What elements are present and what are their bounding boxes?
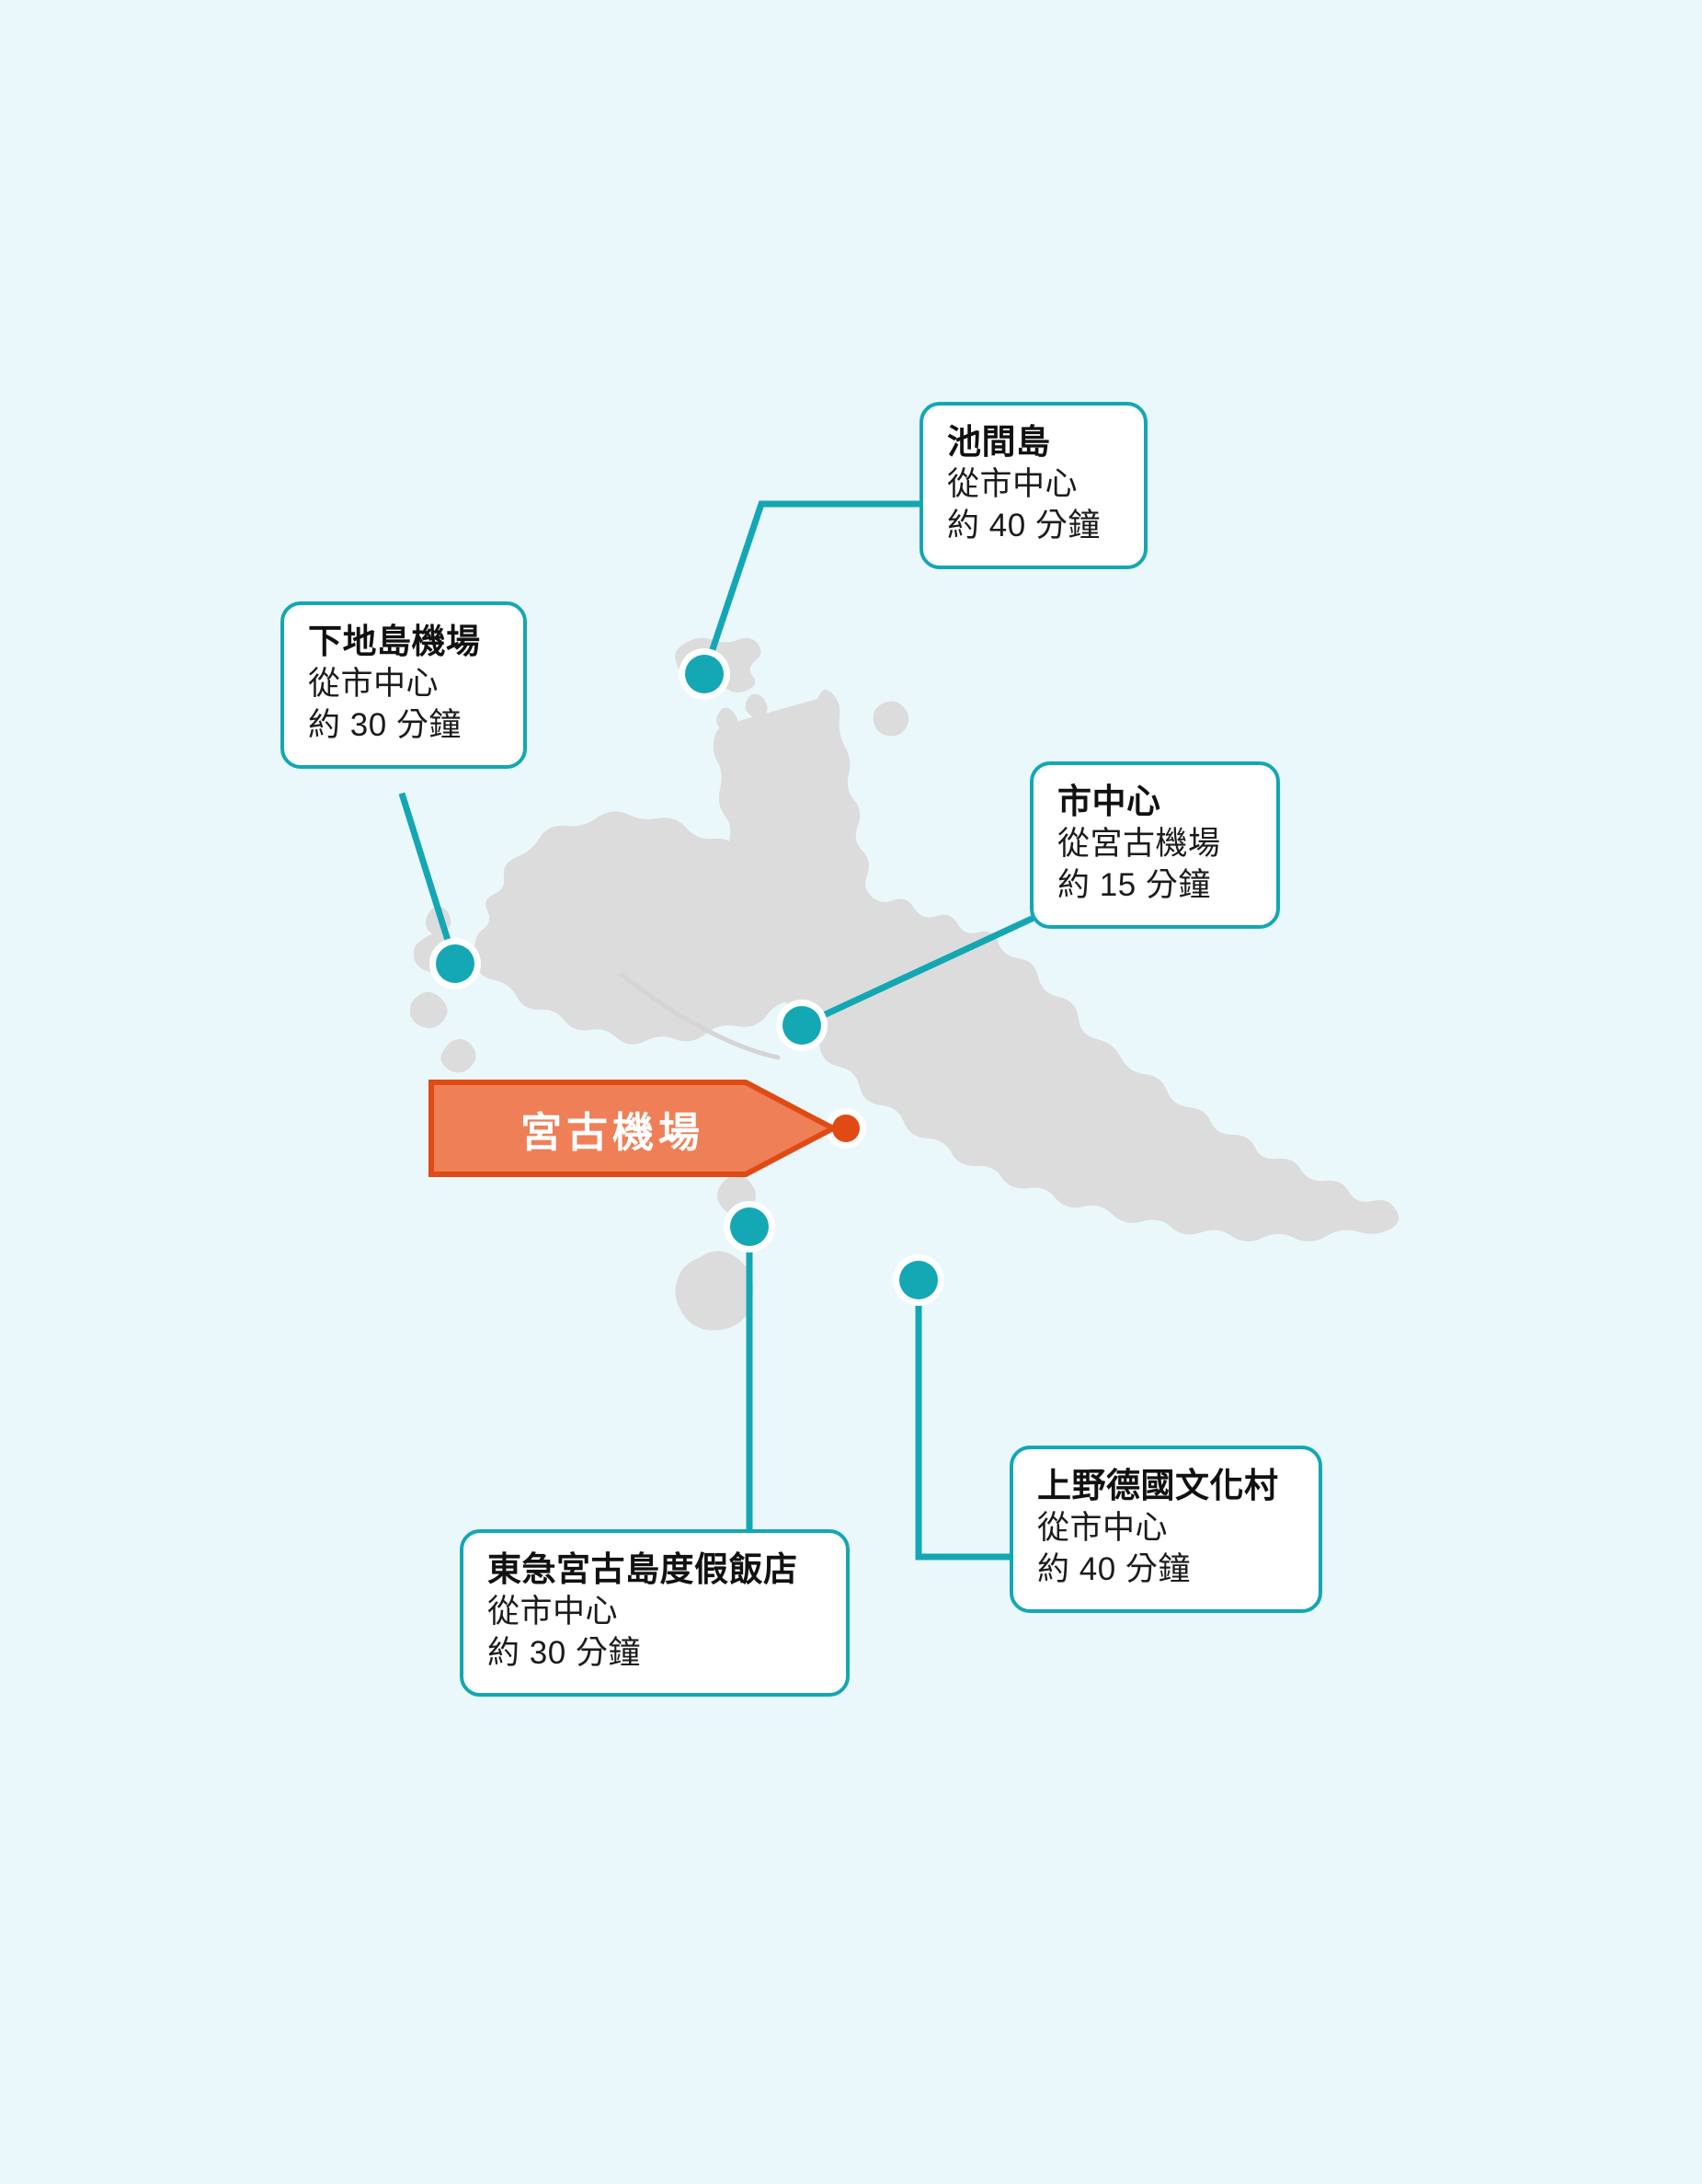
irabu-bridge-line [619,972,781,1060]
miyako-north-west-nub [760,818,790,852]
miyako-airport-marker[interactable] [826,1108,866,1149]
callout-shimoji-line1: 從市中心 [308,666,440,703]
callout-tokyu-resort[interactable]: 東急宮古島度假飯店 從市中心 約 30 分鐘 [460,1529,850,1697]
callout-tokyu-line2: 約 30 分鐘 [487,1634,641,1671]
ikema-island-tail [745,693,768,718]
shimoji-island-south-tip [440,1039,476,1073]
city-center-marker[interactable] [776,1000,828,1051]
miyako-west-coast-bulge [736,893,820,972]
callout-ikema-island[interactable]: 池間島 從市中心 約 40 分鐘 [920,402,1148,569]
callout-ueno-line1: 從市中心 [1037,1510,1169,1547]
callout-ueno-title: 上野德國文化村 [1037,1467,1279,1504]
connector-ikema [700,500,923,679]
airport-banner-arrow [428,1080,840,1177]
ikema-island-marker[interactable] [679,648,730,700]
callout-tokyu-line1: 從市中心 [487,1594,619,1630]
callout-shimoji-line2: 約 30 分鐘 [308,706,462,743]
callout-ueno-german-village[interactable]: 上野德國文化村 從市中心 約 40 分鐘 [1010,1446,1322,1613]
ogami-islet-landmass [873,701,909,737]
callout-city-title: 市中心 [1057,783,1161,820]
callout-city-line1: 從宮古機場 [1057,826,1221,863]
land-shapes [409,637,1399,1331]
callout-shimoji-title: 下地島機場 [308,623,481,660]
connector-lines [398,500,1034,1561]
connector-shimoji [398,792,460,968]
irabu-shimoji-landmass [474,811,819,1045]
map-markers[interactable] [429,648,944,1306]
tokyu-resort-marker[interactable] [724,1201,775,1252]
miyako-airport-banner[interactable]: 宮古機場 [428,1078,842,1179]
callout-city-line2: 約 15 分鐘 [1057,866,1211,903]
miyako-island-landmass [713,690,1399,1242]
ueno-village-marker[interactable] [893,1254,944,1306]
callout-ikema-title: 池間島 [947,423,1051,461]
connector-city [797,915,1034,1030]
shimoji-island-southwest-lobe [409,991,448,1028]
connector-ueno [915,1276,1013,1561]
callout-city-center[interactable]: 市中心 從宮古機場 約 15 分鐘 [1030,761,1280,929]
kurima-island-landmass [675,1251,754,1331]
callout-ikema-line1: 從市中心 [947,466,1079,503]
shimoji-airport-marker[interactable] [429,938,481,989]
callout-ikema-line2: 約 40 分鐘 [947,507,1101,543]
callout-shimoji-airport[interactable]: 下地島機場 從市中心 約 30 分鐘 [280,601,527,769]
callout-ueno-line2: 約 40 分鐘 [1037,1550,1191,1587]
callout-tokyu-title: 東急宮古島度假飯店 [487,1550,798,1588]
